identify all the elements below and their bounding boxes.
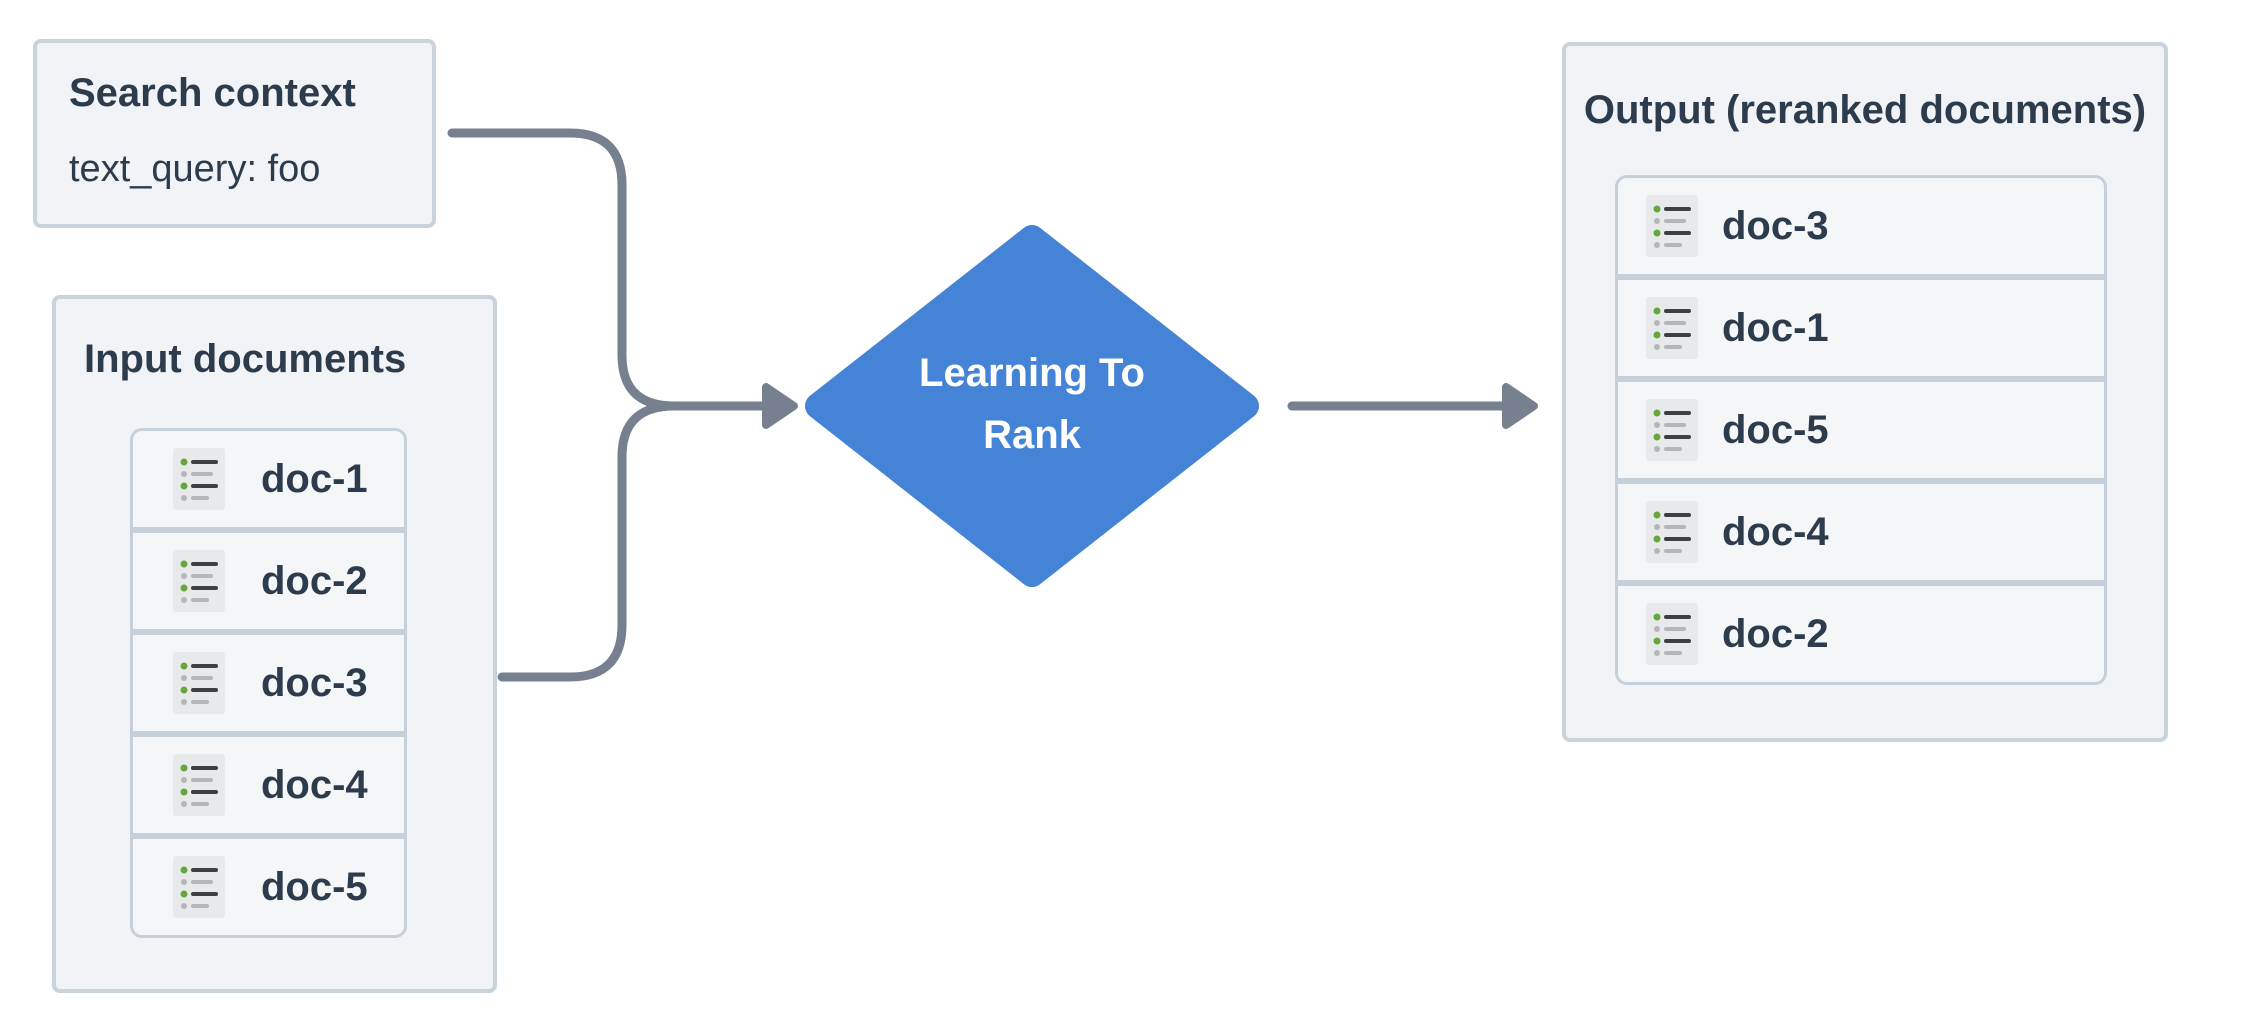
- search-context-box: Search context text_query: foo: [33, 39, 436, 228]
- doc-label: doc-3: [261, 660, 368, 705]
- doc-list-icon: [173, 448, 225, 510]
- doc-label: doc-2: [1722, 611, 1829, 656]
- merged-arrowhead-icon: [762, 383, 798, 429]
- doc-label: doc-2: [261, 558, 368, 603]
- doc-card: doc-5: [133, 839, 404, 935]
- doc-list-icon: [1646, 501, 1698, 563]
- doc-list-icon: [173, 652, 225, 714]
- output-documents-list: doc-3 doc-1 doc-5 doc-4 doc-2: [1615, 175, 2107, 685]
- output-arrowhead-icon: [1502, 383, 1538, 429]
- doc-label: doc-1: [261, 456, 368, 501]
- doc-label: doc-1: [1722, 305, 1829, 350]
- output-documents-title: Output (reranked documents): [1583, 88, 2147, 132]
- doc-label: doc-4: [1722, 509, 1829, 554]
- doc-card: doc-2: [133, 533, 404, 629]
- ranker-label-line1: Learning To: [919, 351, 1145, 395]
- doc-card: doc-2: [1618, 586, 2104, 682]
- doc-list-icon: [1646, 195, 1698, 257]
- doc-label: doc-4: [261, 762, 368, 807]
- doc-card: doc-5: [1618, 382, 2104, 478]
- doc-card: doc-4: [1618, 484, 2104, 580]
- doc-list-icon: [1646, 399, 1698, 461]
- search-context-query: text_query: foo: [69, 148, 321, 190]
- input-documents-title: Input documents: [84, 337, 407, 381]
- doc-list-icon: [173, 754, 225, 816]
- doc-card: doc-1: [1618, 280, 2104, 376]
- doc-label: doc-5: [1722, 407, 1829, 452]
- search-context-connector-line: [447, 128, 767, 411]
- ranker-label-line2: Rank: [983, 413, 1081, 457]
- doc-list-icon: [1646, 603, 1698, 665]
- ranker-label: Learning To Rank: [832, 342, 1232, 466]
- doc-list-icon: [173, 856, 225, 918]
- doc-label: doc-3: [1722, 203, 1829, 248]
- doc-label: doc-5: [261, 864, 368, 909]
- doc-list-icon: [1646, 297, 1698, 359]
- input-documents-connector-line: [497, 401, 767, 682]
- doc-card: doc-3: [133, 635, 404, 731]
- doc-card: doc-4: [133, 737, 404, 833]
- search-context-title: Search context: [69, 71, 356, 115]
- doc-card: doc-3: [1618, 178, 2104, 274]
- doc-list-icon: [173, 550, 225, 612]
- doc-card: doc-1: [133, 431, 404, 527]
- input-documents-list: doc-1 doc-2 doc-3 doc-4 doc-5: [130, 428, 407, 938]
